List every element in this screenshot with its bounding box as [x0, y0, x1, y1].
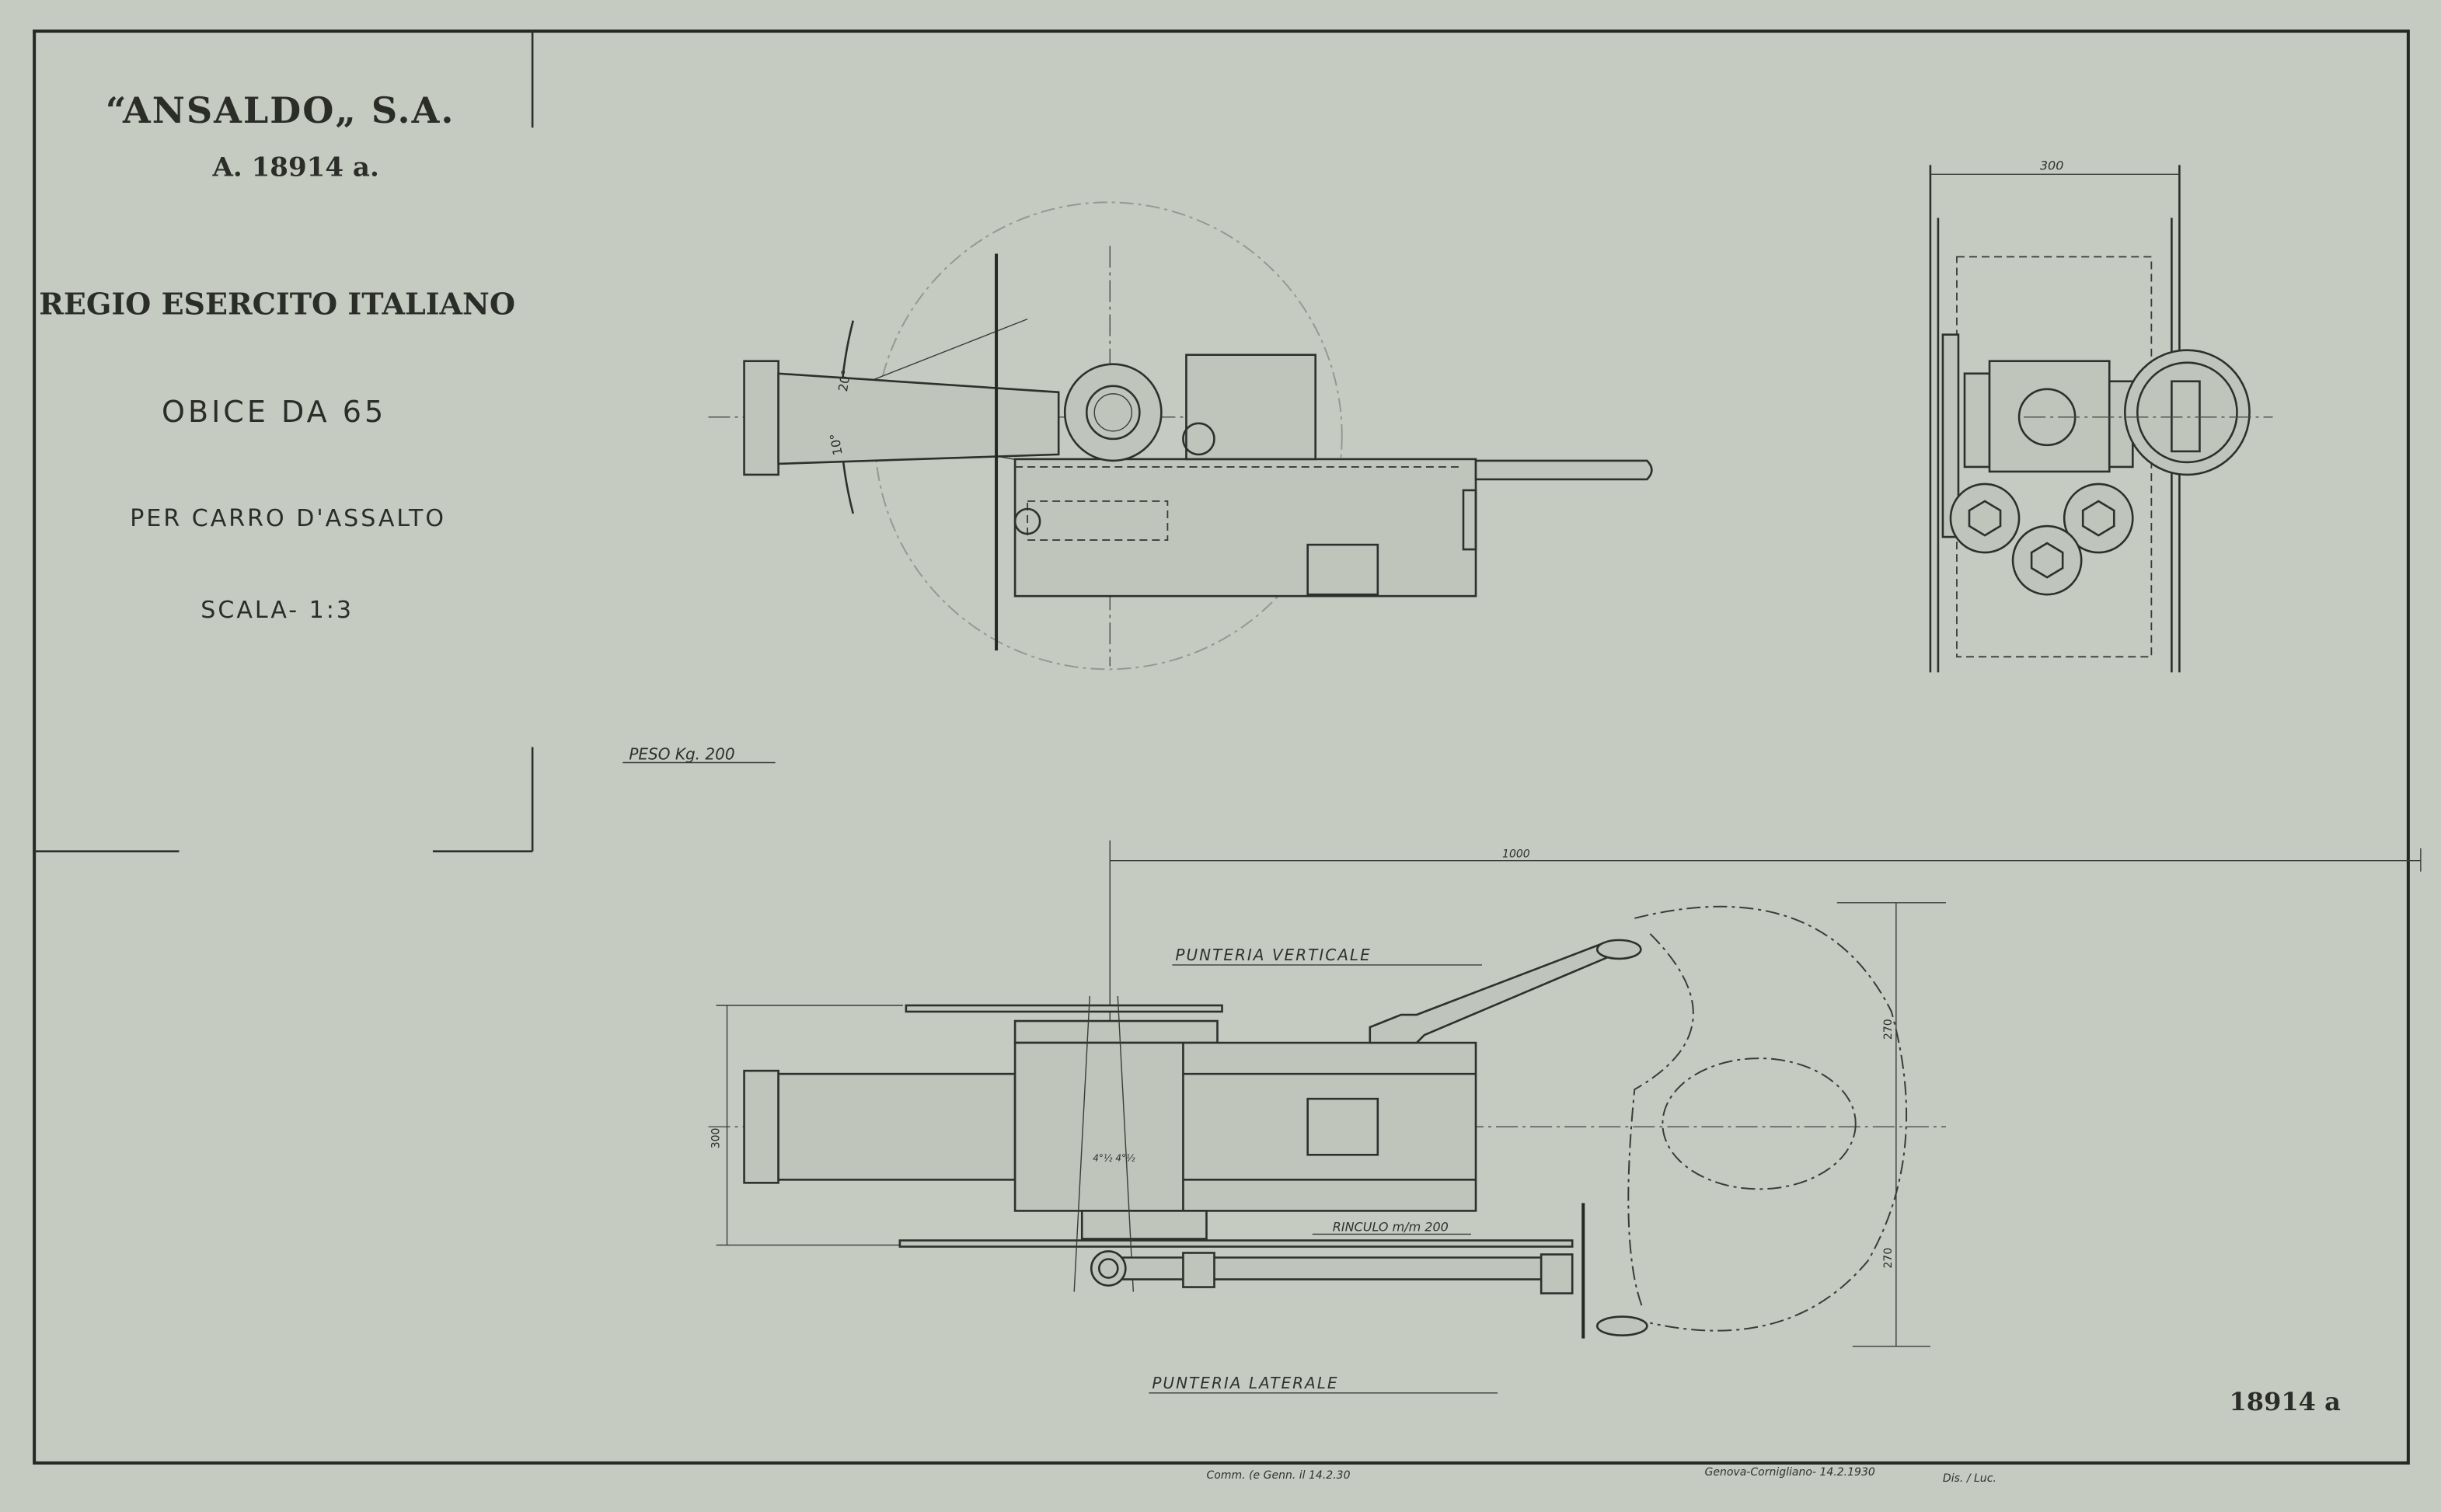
height-left-dim: 300: [710, 1128, 723, 1149]
elevation-down-label: 10°: [827, 432, 846, 456]
footer-place-date: Genova-Cornigliano- 14.2.1930: [1704, 1466, 1874, 1479]
weight-note: PESO Kg. 200: [629, 745, 734, 764]
sheet-number: 18914 a: [2230, 1387, 2342, 1416]
drawing-ref: A. 18914 a.: [211, 152, 378, 183]
end-view-width-dim: 300: [2040, 158, 2064, 172]
title-block-frame: [34, 31, 534, 852]
subject-title: OBICE DA 65: [162, 395, 386, 429]
reach-upper-dim: 270: [1882, 1019, 1895, 1040]
reach-lower-dim: 270: [1882, 1248, 1895, 1269]
footer-commission: Comm. (e Genn. il 14.2.30: [1206, 1469, 1350, 1482]
purpose-title: PER CARRO D'ASSALTO: [130, 505, 446, 532]
scale-label: SCALA- 1:3: [201, 597, 354, 624]
footer-signatures: Dis. / Luc.: [1943, 1472, 1996, 1485]
vertical-aiming-label: PUNTERIA VERTICALE: [1175, 946, 1371, 964]
end-view: 300: [1929, 158, 2273, 673]
elevation-up-label: 20°: [835, 368, 854, 392]
recoil-note: RINCULO m/m 200: [1333, 1219, 1449, 1234]
sheet-border: [33, 30, 2410, 1465]
lateral-aiming-label: PUNTERIA LATERALE: [1152, 1374, 1338, 1392]
overall-length-dim: 1000: [1502, 848, 1530, 861]
army-title: REGIO ESERCITO ITALIANO: [39, 287, 515, 322]
company-name: “ANSALDO„ S.A.: [106, 89, 455, 131]
side-view: 20° 10°: [708, 201, 1653, 671]
traverse-label: 4°½ 4°½: [1093, 1152, 1135, 1163]
plan-view: 1000 300 4°½ 4°½ 270 270: [708, 840, 2422, 1394]
